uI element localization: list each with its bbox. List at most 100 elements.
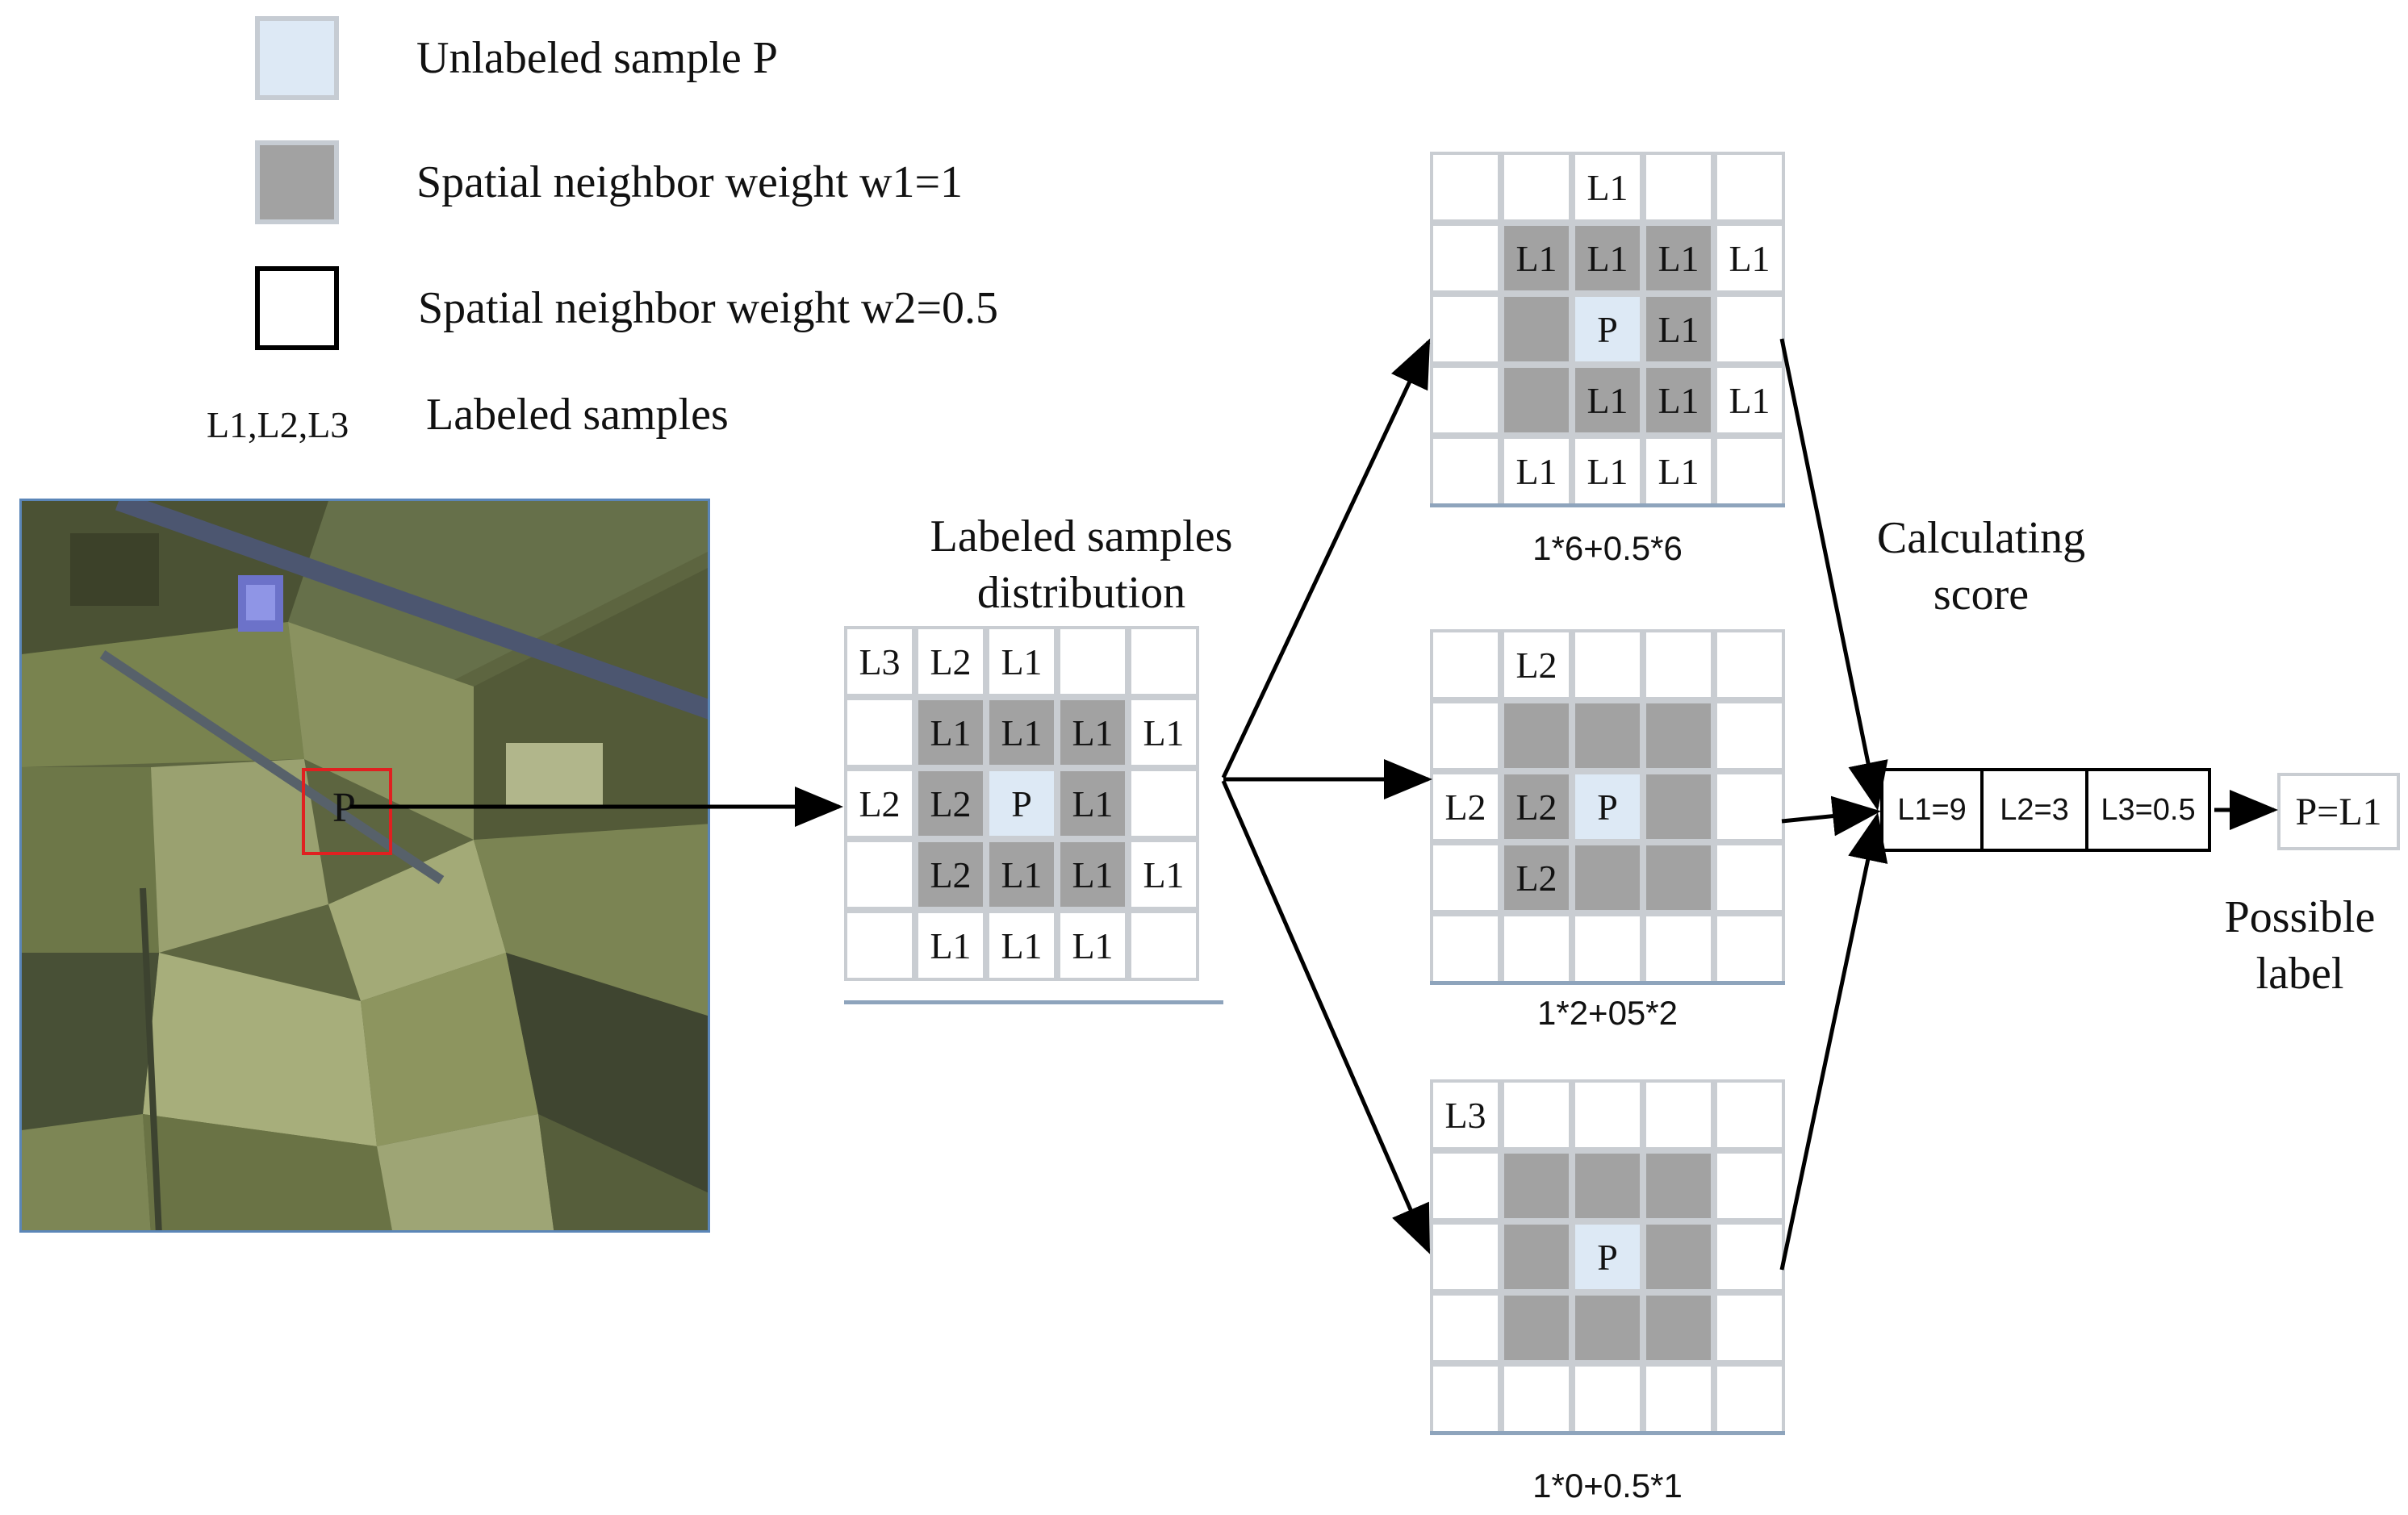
distribution-cell: L1 — [915, 910, 986, 981]
arrow-l3-to-score — [1779, 812, 1888, 1271]
l1-cell: L1 — [1643, 365, 1714, 436]
l1-cell: L1 — [1643, 436, 1714, 507]
formula-l3: 1*0+0.5*1 — [1532, 1467, 1683, 1505]
satellite-image-fields — [22, 501, 708, 1230]
l3-cell — [1714, 1150, 1785, 1221]
calc-title-line2: score — [1933, 570, 2030, 620]
distribution-cell: L1 — [1128, 697, 1199, 768]
l3-cell — [1714, 1292, 1785, 1363]
distribution-cell: L1 — [1057, 768, 1128, 839]
l2-grid-underline — [1430, 981, 1785, 985]
distribution-cell — [1057, 626, 1128, 697]
l3-cell — [1430, 1221, 1501, 1292]
legend-unlabeled-swatch — [255, 16, 339, 100]
legend-labeled-text: Labeled samples — [426, 390, 729, 440]
l1-cell — [1430, 152, 1501, 223]
l2-cell: L2 — [1501, 771, 1572, 842]
l2-cell: L2 — [1430, 771, 1501, 842]
arrow-to-l1-grid — [1221, 338, 1431, 779]
legend-unlabeled-text: Unlabeled sample P — [416, 33, 778, 83]
distribution-cell: L2 — [915, 768, 986, 839]
l1-grid-underline — [1430, 503, 1785, 507]
l2-cell — [1714, 700, 1785, 771]
l3-grid-underline — [1430, 1431, 1785, 1435]
l1-cell: L1 — [1572, 365, 1643, 436]
l2-cell — [1714, 771, 1785, 842]
distribution-title-line2: distribution — [976, 568, 1186, 618]
l3-cell — [1430, 1150, 1501, 1221]
l3-cell: P — [1572, 1221, 1643, 1292]
arrow-l1-to-score — [1779, 338, 1888, 811]
l3-cell — [1501, 1150, 1572, 1221]
distribution-cell: L2 — [915, 839, 986, 910]
l1-cell: L1 — [1714, 365, 1785, 436]
l1-cell — [1501, 152, 1572, 223]
possible-label-line2: label — [2255, 949, 2344, 999]
distribution-cell: L1 — [1057, 839, 1128, 910]
l1-cell: L1 — [1572, 436, 1643, 507]
l2-cell — [1572, 629, 1643, 700]
l2-cell — [1501, 700, 1572, 771]
l2-cell — [1572, 913, 1643, 984]
score-l2: L2=3 — [1980, 768, 2088, 852]
l1-cell: L1 — [1501, 223, 1572, 294]
distribution-cell: L2 — [915, 626, 986, 697]
l1-cell — [1714, 294, 1785, 365]
distribution-cell: L1 — [1128, 839, 1199, 910]
distribution-title-line1: Labeled samples — [930, 511, 1233, 561]
legend-weight2-text: Spatial neighbor weight w2=0.5 — [418, 283, 999, 333]
distribution-cell: L1 — [1057, 697, 1128, 768]
selected-pixel-box — [302, 768, 392, 855]
legend-weight1-text: Spatial neighbor weight w1=1 — [416, 157, 964, 207]
calc-title-line1: Calculating — [1876, 513, 2086, 563]
l1-cell — [1430, 436, 1501, 507]
distribution-cell: L3 — [844, 626, 915, 697]
l1-cell: L1 — [1501, 436, 1572, 507]
l3-cell: L3 — [1430, 1079, 1501, 1150]
distribution-cell: L1 — [986, 910, 1057, 981]
arrow-l2-to-score — [1781, 795, 1881, 837]
distribution-grid-underline — [844, 1000, 1223, 1004]
l1-cell: L1 — [1714, 223, 1785, 294]
distribution-cell: L1 — [986, 626, 1057, 697]
l3-cell — [1501, 1079, 1572, 1150]
l3-cell — [1501, 1221, 1572, 1292]
distribution-cell — [1128, 768, 1199, 839]
l3-cell — [1714, 1079, 1785, 1150]
l1-cell: L1 — [1572, 152, 1643, 223]
distribution-cell: L1 — [1057, 910, 1128, 981]
arrow-to-l3-grid — [1221, 780, 1431, 1254]
l2-cell — [1501, 913, 1572, 984]
l1-cell — [1430, 365, 1501, 436]
possible-label-line1: Possible — [2224, 892, 2376, 942]
distribution-cell — [844, 697, 915, 768]
l1-cell: L1 — [1643, 294, 1714, 365]
l1-cell — [1643, 152, 1714, 223]
formula-l1: 1*6+0.5*6 — [1532, 529, 1683, 567]
l1-cell — [1501, 365, 1572, 436]
l3-cell — [1430, 1292, 1501, 1363]
l2-cell — [1430, 629, 1501, 700]
l2-cell — [1643, 913, 1714, 984]
l2-cell — [1714, 629, 1785, 700]
distribution-cell: L1 — [915, 697, 986, 768]
legend-weight1-swatch — [255, 140, 339, 224]
distribution-cell — [1128, 910, 1199, 981]
l3-cell — [1643, 1079, 1714, 1150]
l1-cell — [1714, 436, 1785, 507]
l1-cell — [1714, 152, 1785, 223]
distribution-cell: L2 — [844, 768, 915, 839]
l3-cell — [1572, 1292, 1643, 1363]
l2-cell — [1572, 700, 1643, 771]
l3-cell — [1643, 1292, 1714, 1363]
l2-cell — [1643, 771, 1714, 842]
distribution-cell — [844, 839, 915, 910]
l2-cell: P — [1572, 771, 1643, 842]
l2-cell — [1430, 842, 1501, 913]
l2-cell — [1643, 700, 1714, 771]
distribution-cell: L1 — [986, 697, 1057, 768]
l3-cell — [1643, 1221, 1714, 1292]
l2-cell — [1572, 842, 1643, 913]
